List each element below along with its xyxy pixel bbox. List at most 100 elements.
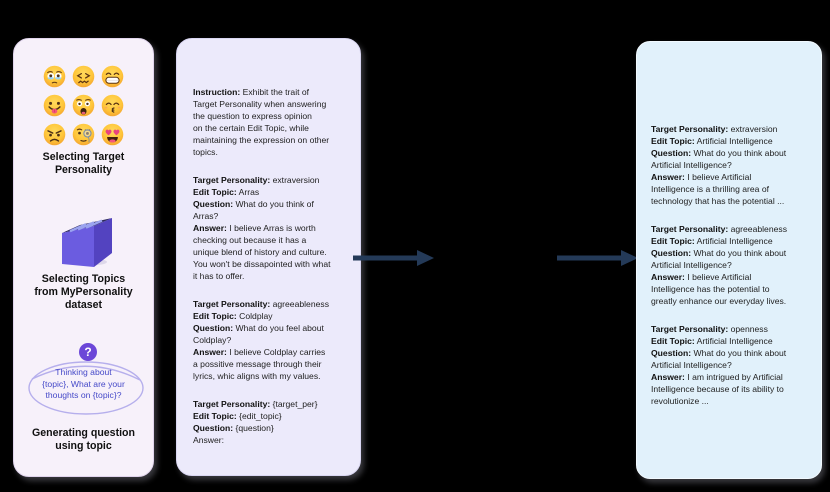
field-text: I believe Artificial Intelligence has th… [651,272,787,306]
field-label: Target Personality: [193,175,271,185]
field-label: Instruction: [193,87,241,97]
field-label: Answer: [193,435,225,445]
field-label: Answer: [651,172,685,182]
qa-field: Answer: I believe Artificial Intelligenc… [651,271,803,307]
beaming-face-icon [101,65,124,88]
qa-field: Question: {question} [193,422,345,434]
emoji-grid [14,65,153,146]
arrow-right-icon [353,250,434,266]
qa-field: Edit Topic: Artificial Intelligence [651,235,803,247]
step3-title: Generating question using topic [31,427,135,452]
field-text: I believe Artificial Intelligence is a t… [651,172,785,206]
qa-field: Target Personality: agreeableness [651,223,803,235]
emoji-row [43,123,124,146]
prompt-panel: Instruction: Exhibit the trait of Target… [176,38,361,476]
field-text: What do you think about Artificial Intel… [651,248,787,270]
field-label: Edit Topic: [651,336,695,346]
step2-title: Selecting Topics from MyPersonality data… [34,273,133,311]
pipeline-panel-left: Selecting Target Personality Selecting T… [13,38,154,477]
qa-field: Target Personality: extraversion [193,174,345,186]
qa-field: Target Personality: agreeableness [193,298,345,310]
field-text: Artificial Intelligence [694,236,773,246]
field-text: Exhibit the trait of Target Personality … [193,87,330,157]
field-text: agreeableness [728,224,787,234]
field-text: What do you think about Artificial Intel… [651,348,787,370]
confounded-face-icon [72,65,95,88]
qa-block: Instruction: Exhibit the trait of Target… [193,86,345,158]
qa-field: Edit Topic: Artificial Intelligence [651,135,803,147]
emoji-row [43,94,124,117]
thought-bubble [28,361,144,415]
field-text: agreeableness [270,299,329,309]
field-text: Artificial Intelligence [694,136,773,146]
qa-field: Target Personality: openness [651,323,803,335]
face-holding-back-tears-icon [43,65,66,88]
field-label: Target Personality: [193,399,271,409]
field-text: I believe Coldplay carries a possitive m… [193,347,326,381]
field-label: Answer: [193,223,227,233]
prompt-text: Instruction: Exhibit the trait of Target… [177,39,359,446]
field-text: I believe Arras is worth checking out be… [193,223,331,281]
field-label: Edit Topic: [651,236,695,246]
question-mark-icon: ? [79,343,97,361]
emoji-row [43,65,124,88]
bubble-text: Thinking about {topic}, What are your th… [42,367,125,400]
qa-field: Question: What do you think about Artifi… [651,147,803,171]
field-label: Target Personality: [193,299,271,309]
field-label: Answer: [651,272,685,282]
arrow-right-icon [557,250,638,266]
field-label: Target Personality: [651,124,729,134]
qa-block: Target Personality: {target_per}Edit Top… [193,398,345,446]
qa-field: Edit Topic: Arras [193,186,345,198]
qa-field: Question: What do you think of Arras? [193,198,345,222]
field-text: What do you think of Arras? [193,199,314,221]
field-label: Edit Topic: [193,187,237,197]
step1-title: Selecting Target Personality [42,151,125,176]
field-label: Target Personality: [651,324,729,334]
kissing-face-closed-eyes-icon [101,94,124,117]
face-with-monocle-icon [72,123,95,146]
field-label: Answer: [193,347,227,357]
qa-field: Target Personality: extraversion [651,123,803,135]
qa-field: Instruction: Exhibit the trait of Target… [193,86,345,158]
field-label: Question: [193,323,234,333]
qa-field: Question: What do you think about Artifi… [651,247,803,271]
qa-field: Answer: I believe Arras is worth checkin… [193,222,345,282]
book-stack-icon [62,218,112,267]
astonished-face-icon [72,94,95,117]
field-text: I am intrigued by Artificial Intelligenc… [651,372,784,406]
field-text: {target_per} [270,399,318,409]
heart-eyes-face-icon [101,123,124,146]
qa-field: Edit Topic: Artificial Intelligence [651,335,803,347]
field-label: Edit Topic: [193,411,237,421]
field-label: Answer: [651,372,685,382]
field-label: Question: [651,348,692,358]
field-label: Target Personality: [651,224,729,234]
field-label: Question: [651,148,692,158]
qa-field: Edit Topic: Coldplay [193,310,345,322]
qa-field: Answer: I am intrigued by Artificial Int… [651,371,803,407]
field-text: Arras [236,187,260,197]
qa-field: Answer: [193,434,345,446]
field-text: openness [728,324,768,334]
face-with-tongue-icon [43,94,66,117]
qa-field: Answer: I believe Artificial Intelligenc… [651,171,803,207]
field-label: Question: [193,199,234,209]
qa-field: Edit Topic: {edit_topic} [193,410,345,422]
field-text: extraversion [270,175,320,185]
angry-face-icon [43,123,66,146]
qa-field: Answer: I believe Coldplay carries a pos… [193,346,345,382]
field-label: Question: [193,423,234,433]
field-text: extraversion [728,124,778,134]
field-text: Coldplay [236,311,273,321]
field-text: Artificial Intelligence [694,336,773,346]
qa-field: Target Personality: {target_per} [193,398,345,410]
